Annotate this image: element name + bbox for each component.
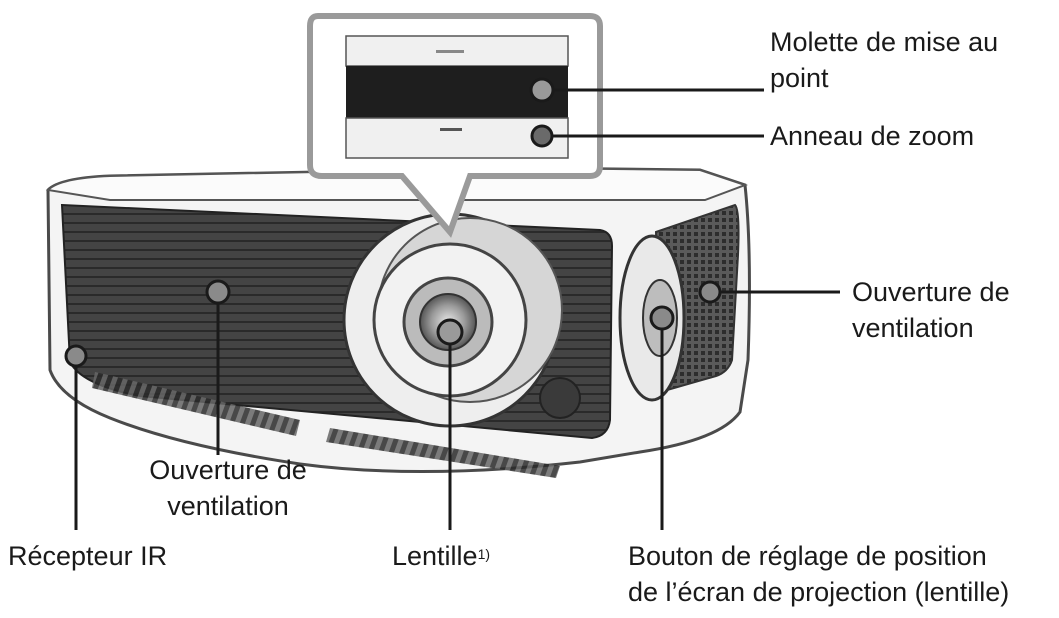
callout-markers — [64, 77, 722, 368]
label-lens: Lentille1) — [392, 541, 491, 571]
label-zoom-ring: Anneau de zoom — [770, 121, 975, 151]
label-side-vent: Ouverture de ventilation — [852, 277, 1010, 343]
ir-marker-icon — [64, 344, 88, 368]
label-ir-receiver: Récepteur IR — [8, 541, 168, 571]
side-vent-marker-icon — [698, 280, 722, 304]
label-front-vent: Ouverture de ventilation — [149, 455, 307, 521]
label-lens-shift-button: Bouton de réglage de position de l’écran… — [628, 541, 1010, 607]
zoom-marker-icon — [530, 124, 554, 148]
front-vent-marker-icon — [205, 279, 231, 305]
lens-callout — [307, 13, 603, 238]
lens-shift-marker-icon — [649, 305, 675, 331]
lens-marker-icon — [436, 318, 464, 346]
focus-marker-icon — [529, 77, 555, 103]
label-focus-ring: Molette de mise au point — [770, 27, 999, 93]
leader-lines — [74, 88, 840, 530]
lens-footnote-mark: 1) — [477, 546, 491, 562]
